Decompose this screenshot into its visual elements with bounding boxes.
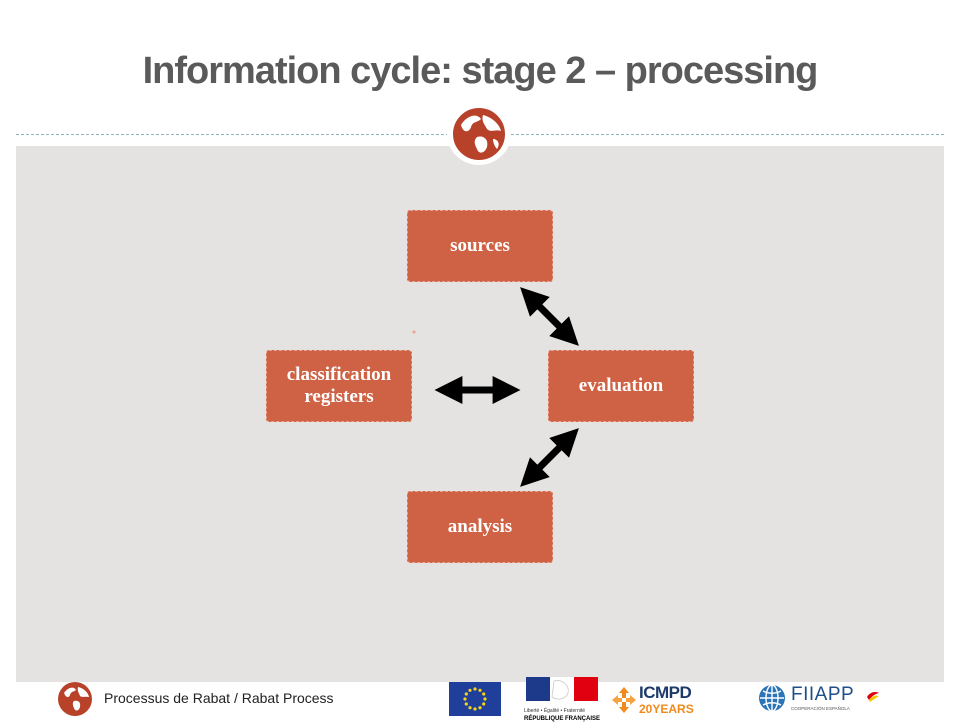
fiiapp-logo: FIIAPP COOPERACIÓN ESPAÑOLA: [757, 682, 887, 718]
fiiapp-globe-icon: [759, 684, 785, 712]
eu-flag-icon: [449, 682, 501, 721]
slide-title: Information cycle: stage 2 – processing: [142, 50, 819, 92]
icmpd-name: ICMPD: [639, 683, 692, 702]
arrow-evaluation-analysis: [520, 428, 579, 487]
footer-globe-icon: [56, 680, 94, 723]
node-analysis: analysis: [407, 491, 553, 563]
icmpd-arrows-icon: [612, 687, 636, 713]
spanish-coop-icon: [867, 692, 879, 702]
globe-badge: [447, 103, 511, 165]
france-name: RÉPUBLIQUE FRANÇAISE: [524, 716, 601, 722]
france-motto: Liberté • Égalité • Fraternité: [524, 708, 586, 714]
france-logo: Liberté • Égalité • Fraternité RÉPUBLIQU…: [524, 677, 601, 722]
node-evaluation: evaluation: [548, 350, 694, 422]
icmpd-logo: ICMPD 20YEARS: [611, 682, 701, 718]
footer-caption: Processus de Rabat / Rabat Process: [104, 690, 334, 706]
globe-icon: [451, 106, 507, 162]
fiiapp-sub: COOPERACIÓN ESPAÑOLA: [791, 706, 850, 711]
fiiapp-name: FIIAPP: [791, 684, 855, 705]
arrow-sources-evaluation: [520, 287, 579, 346]
node-sources: sources: [407, 210, 553, 282]
icmpd-years: 20YEARS: [639, 702, 694, 716]
node-classification-registers: classification registers: [266, 350, 412, 422]
marianne-icon: [526, 677, 598, 701]
stray-dot: [412, 330, 416, 334]
